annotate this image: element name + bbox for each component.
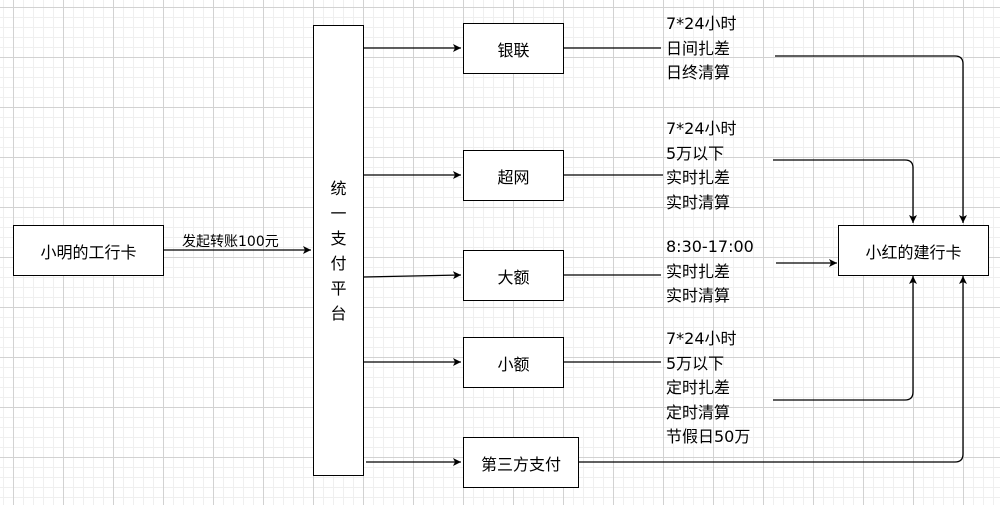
target-card-label: 小红的建行卡 (865, 242, 962, 262)
note-line: 5万以下 (666, 353, 725, 373)
note-line: 7*24小时 (666, 329, 737, 348)
source-card-label: 小明的工行卡 (40, 242, 137, 262)
note-line: 5万以下 (666, 143, 725, 163)
note-xiaoe: 7*24小时 5万以下 定时扎差 定时清算 节假日50万 (666, 327, 750, 450)
platform-char: 平 (330, 278, 347, 298)
note-line: 实时清算 (666, 192, 731, 212)
channel-label: 第三方支付 (480, 454, 561, 474)
platform-char: 台 (330, 303, 347, 323)
note-line: 日间扎差 (666, 38, 731, 58)
platform-char: 一 (330, 203, 347, 223)
channel-node-yinlian[interactable]: 银联 (463, 23, 564, 74)
platform-char: 支 (330, 228, 347, 248)
source-card-node[interactable]: 小明的工行卡 (13, 225, 164, 276)
platform-char: 统 (330, 178, 347, 198)
edge-platform-to-dae (362, 271, 462, 280)
edge-note2-to-target (773, 159, 917, 223)
note-line: 7*24小时 (666, 14, 737, 33)
channel-node-chaowang[interactable]: 超网 (463, 150, 564, 201)
note-line: 定时扎差 (666, 378, 731, 397)
note-line: 节假日50万 (666, 427, 751, 446)
note-line: 实时扎差 (666, 261, 731, 281)
channel-label: 小额 (497, 354, 530, 374)
note-yinlian: 7*24小时 日间扎差 日终清算 (666, 12, 737, 86)
channel-label: 超网 (497, 167, 530, 187)
target-card-node[interactable]: 小红的建行卡 (838, 225, 989, 276)
edge-disanfang-to-target (578, 276, 967, 463)
note-line: 7*24小时 (666, 119, 737, 138)
note-line: 日终清算 (666, 63, 731, 82)
edge-note4-to-target (773, 276, 917, 401)
channel-node-dae[interactable]: 大额 (463, 250, 564, 301)
channel-label: 大额 (497, 267, 530, 287)
platform-label: 统 一 支 付 平 台 (330, 176, 346, 326)
note-line: 定时清算 (666, 402, 731, 422)
note-line: 实时扎差 (666, 168, 731, 187)
channel-node-disanfang[interactable]: 第三方支付 (463, 437, 579, 488)
note-line: 实时清算 (666, 286, 731, 305)
transfer-edge-label: 发起转账100元 (182, 234, 279, 250)
note-line: 8:30-17:00 (666, 237, 754, 256)
channel-node-xiaoe[interactable]: 小额 (463, 337, 564, 388)
note-dae: 8:30-17:00 实时扎差 实时清算 (666, 235, 754, 309)
edge-note1-to-target (775, 55, 967, 223)
channel-label: 银联 (497, 40, 530, 60)
platform-char: 付 (330, 253, 347, 273)
unified-payment-platform-node[interactable]: 统 一 支 付 平 台 (313, 25, 364, 476)
note-chaowang: 7*24小时 5万以下 实时扎差 实时清算 (666, 117, 737, 215)
